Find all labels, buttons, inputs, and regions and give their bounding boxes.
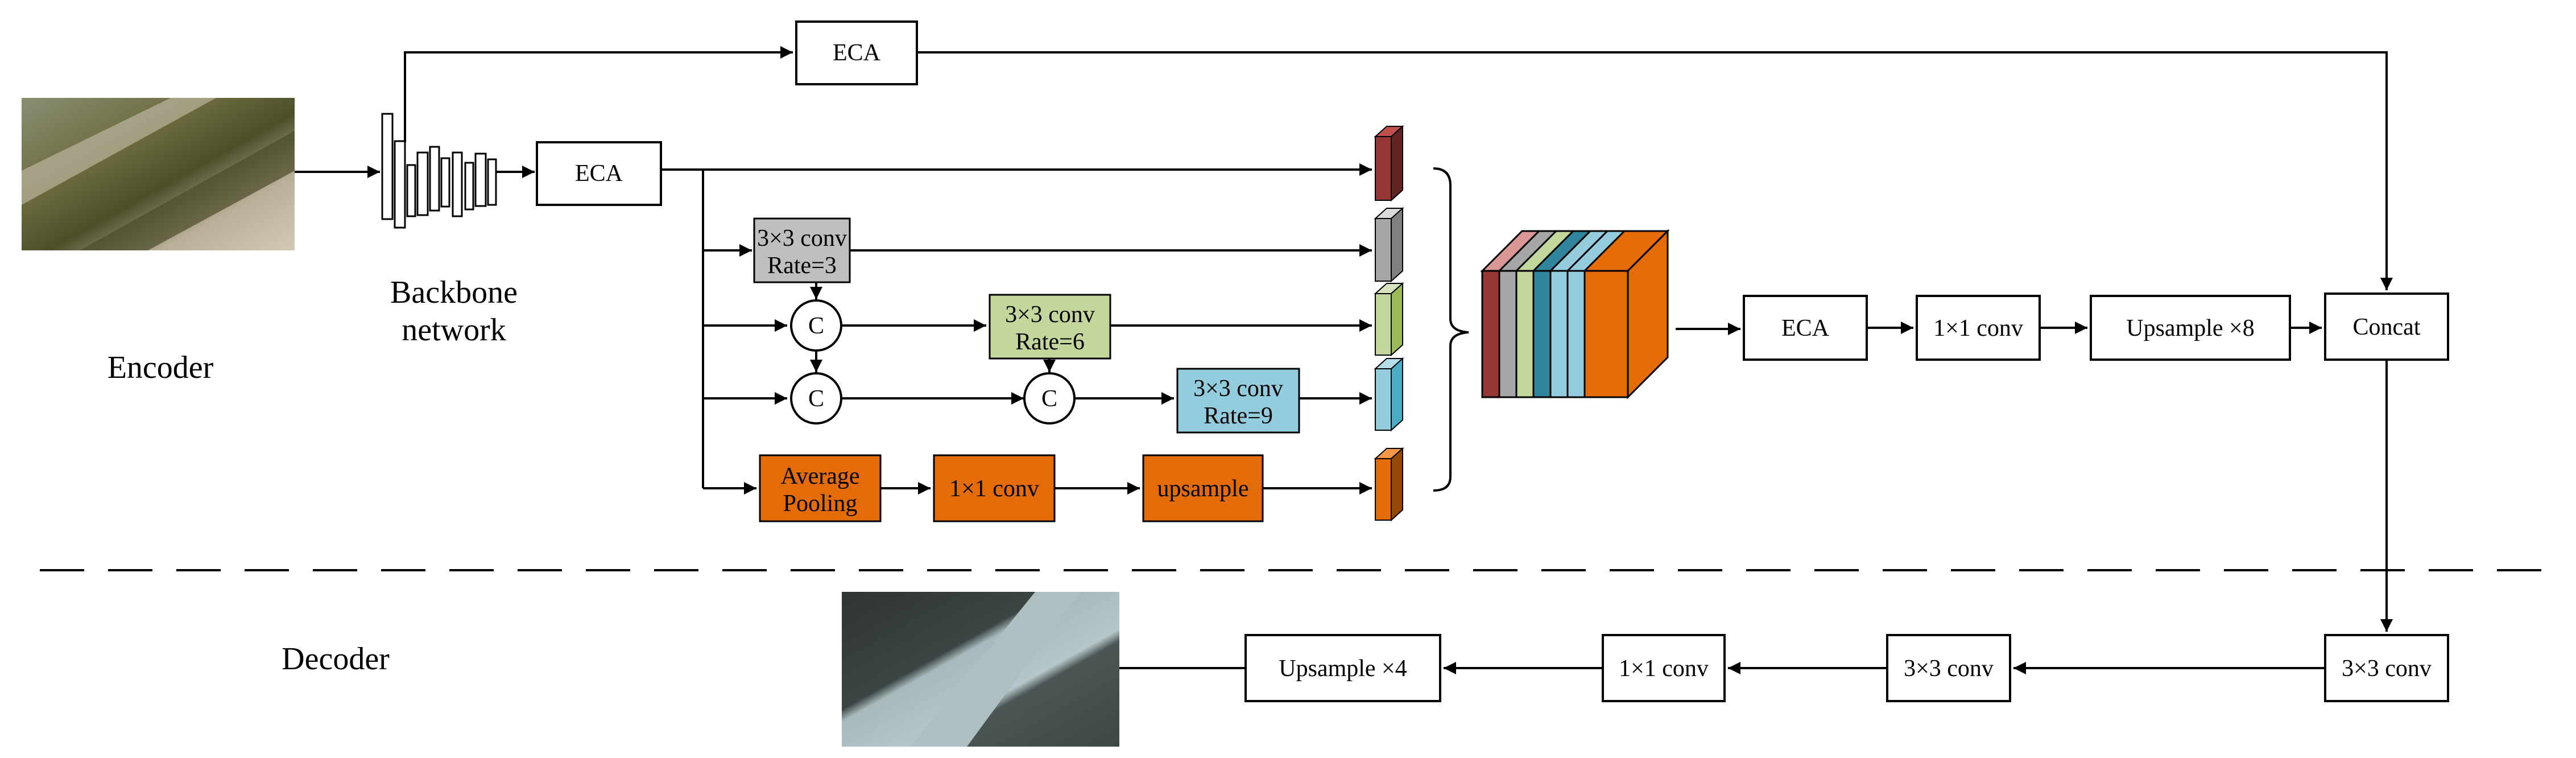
conv3-rate3-block [753, 217, 851, 283]
branch-feature-map-green [1374, 282, 1404, 357]
eca-right-label: ECA [1781, 315, 1830, 341]
eca-top-label: ECA [833, 40, 881, 66]
branch-feature-map-blue [1374, 357, 1404, 432]
stacked-feature-volume [1480, 229, 1670, 399]
conv3-rate3-label-1: 3×3 conv [757, 225, 847, 252]
decoder-conv1x1-block [1602, 634, 1726, 702]
conv1x1-right-label: 1×1 conv [1933, 315, 2023, 341]
eca-top-block [795, 20, 918, 85]
eca-right-block [1743, 295, 1868, 361]
eca-main-block [536, 141, 662, 206]
pool-upsample-label: upsample [1157, 476, 1249, 502]
concat-circle-3-label: C [1041, 386, 1057, 412]
aspp-connectors [661, 163, 1372, 495]
decoder-conv3-b-label: 3×3 conv [1904, 656, 1994, 682]
branch-bracket [1433, 167, 1469, 492]
decoder-upsample4-label: Upsample ×4 [1279, 656, 1407, 682]
concat-label: Concat [2353, 314, 2421, 340]
decoder-conv3-b-block [1886, 634, 2011, 702]
decoder-label: Decoder [282, 641, 390, 677]
concat-circle-3 [1023, 372, 1076, 425]
conv3-rate9-label-1: 3×3 conv [1193, 376, 1283, 402]
concat-circle-1-label: C [808, 313, 824, 339]
backbone-label-2: network [402, 312, 506, 348]
concat-block [2324, 293, 2449, 361]
pool-conv1x1-label: 1×1 conv [949, 476, 1039, 502]
branch-feature-map-orange [1374, 447, 1404, 522]
conv3-rate6-label-1: 3×3 conv [1005, 302, 1095, 328]
backbone-network-icon [381, 113, 497, 229]
conv3-rate6-block [989, 294, 1111, 360]
conv3-rate9-label-2: Rate=9 [1204, 403, 1273, 429]
conv1x1-right-block [1916, 295, 2041, 361]
concat-circle-1 [790, 299, 842, 352]
decoder-conv3-a-label: 3×3 conv [2342, 656, 2432, 682]
concat-circle-2 [790, 372, 842, 425]
conv3-rate9-block [1176, 368, 1300, 434]
branch-feature-map-red [1374, 125, 1404, 202]
pool-conv1x1-block [933, 454, 1056, 522]
average-pooling-label-2: Pooling [783, 491, 858, 517]
eca-main-label: ECA [575, 160, 623, 187]
encoder-label: Encoder [107, 350, 214, 385]
average-pooling-block [759, 454, 882, 522]
conv3-rate6-label-2: Rate=6 [1015, 329, 1085, 355]
conv3-rate3-label-2: Rate=3 [767, 253, 837, 279]
branch-feature-map-gray [1374, 207, 1404, 283]
decoder-conv1x1-label: 1×1 conv [1619, 656, 1709, 682]
concat-circle-2-label: C [808, 386, 824, 412]
arrow-to-top-eca [404, 46, 793, 142]
input-image [22, 98, 295, 250]
upsample8-block [2090, 295, 2291, 361]
output-segmentation-image [842, 592, 1119, 747]
backbone-label-1: Backbone [390, 275, 518, 310]
arrow-top-eca-to-concat [917, 51, 2393, 290]
upsample8-label: Upsample ×8 [2126, 315, 2254, 341]
average-pooling-label-1: Average [780, 463, 859, 489]
pool-upsample-block [1142, 454, 1264, 522]
